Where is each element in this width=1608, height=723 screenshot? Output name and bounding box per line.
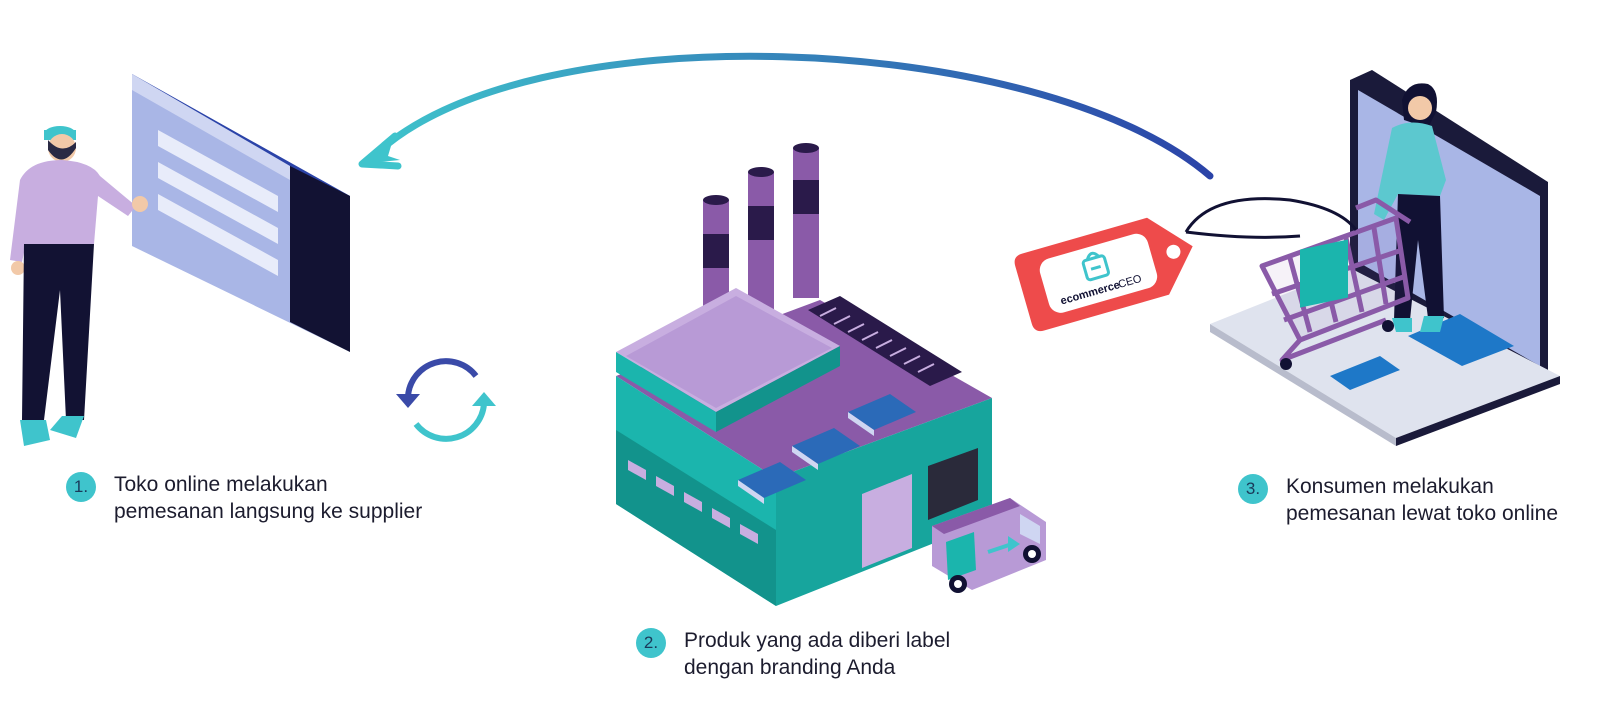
step-description: Konsumen melakukan pemesanan lewat toko … xyxy=(1286,473,1558,527)
step-line-2: dengan branding Anda xyxy=(684,654,950,681)
step-line-1: Produk yang ada diberi label xyxy=(684,627,950,654)
step-description: Toko online melakukan pemesanan langsung… xyxy=(114,471,422,525)
step-description: Produk yang ada diberi label dengan bran… xyxy=(684,627,950,681)
step-1: 1. Toko online melakukan pemesanan langs… xyxy=(66,472,422,525)
shop-owner-figure xyxy=(10,126,148,446)
step-number-badge: 2. xyxy=(636,628,666,658)
order-screen xyxy=(132,74,350,352)
step-line-1: Konsumen melakukan xyxy=(1286,473,1558,500)
step-2: 2. Produk yang ada diberi label dengan b… xyxy=(636,628,950,681)
step-line-2: pemesanan lewat toko online xyxy=(1286,500,1558,527)
brand-tag: ecommerce CEO xyxy=(1012,208,1203,333)
step-line-1: Toko online melakukan xyxy=(114,471,422,498)
sync-icon xyxy=(396,361,496,439)
flow-arrow xyxy=(360,56,1210,176)
shopping-bag-icon xyxy=(1300,239,1348,307)
tag-string xyxy=(1186,199,1356,238)
step-number-badge: 1. xyxy=(66,472,96,502)
step-number-badge: 3. xyxy=(1238,474,1268,504)
step-line-2: pemesanan langsung ke supplier xyxy=(114,498,422,525)
step-3: 3. Konsumen melakukan pemesanan lewat to… xyxy=(1238,474,1558,527)
